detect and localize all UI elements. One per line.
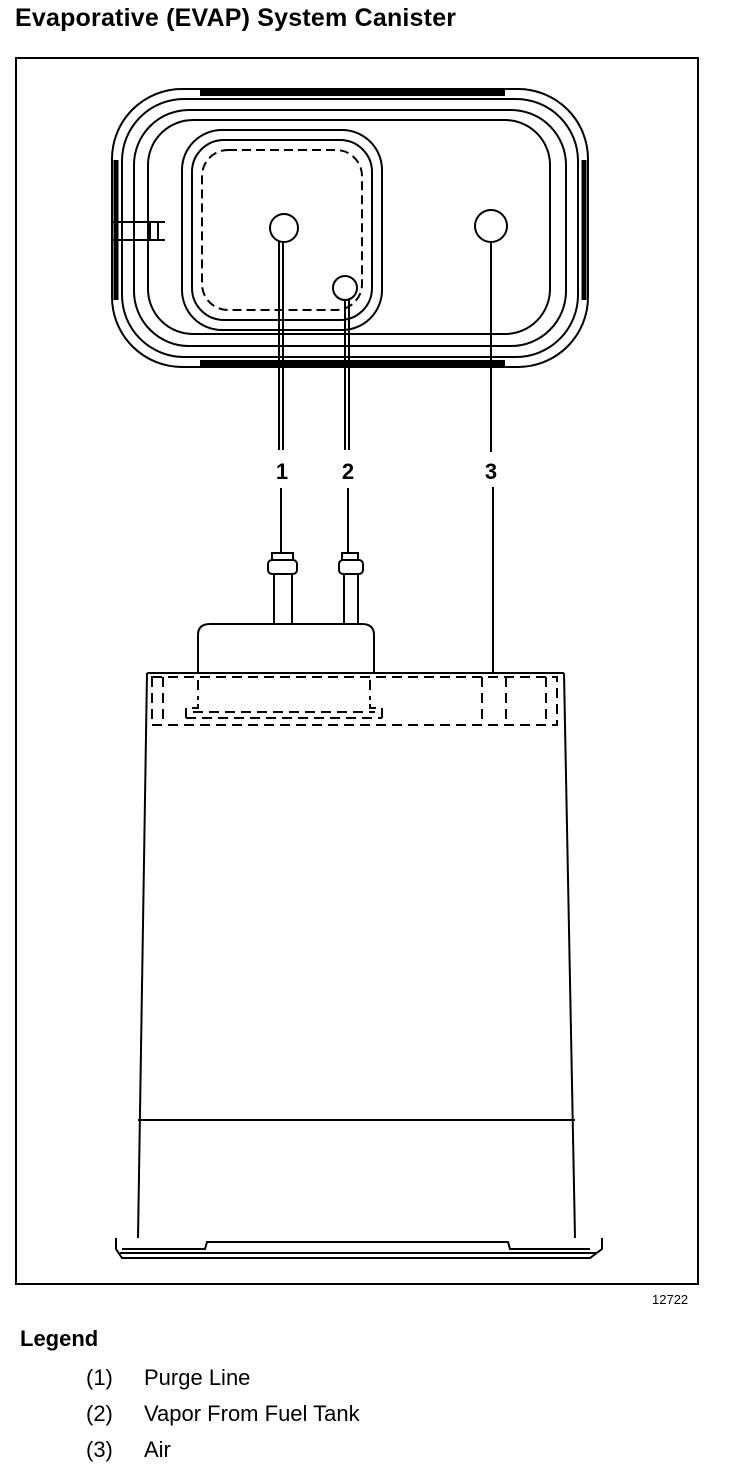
- legend-item-label: Air: [144, 1437, 171, 1462]
- callout-2: 2: [342, 459, 354, 484]
- legend-list: (1) Purge Line (2) Vapor From Fuel Tank …: [86, 1360, 360, 1468]
- legend-item-label: Purge Line: [144, 1365, 251, 1390]
- canister-side-view: [115, 552, 603, 1259]
- legend-item: (1) Purge Line: [86, 1360, 360, 1396]
- figure-frame: [15, 57, 699, 1285]
- legend-item-number: (3): [86, 1437, 113, 1462]
- page-title: Evaporative (EVAP) System Canister: [15, 4, 457, 32]
- callout-3: 3: [485, 459, 497, 484]
- legend-item-label: Vapor From Fuel Tank: [144, 1401, 360, 1426]
- figure-number: 12722: [652, 1292, 689, 1307]
- legend-item: (2) Vapor From Fuel Tank: [86, 1396, 360, 1432]
- legend-item-number: (2): [86, 1401, 113, 1426]
- canister-diagram: 1 2 3: [111, 88, 603, 1259]
- legend-item-number: (1): [86, 1365, 113, 1390]
- legend-item: (3) Air: [86, 1432, 360, 1468]
- legend-heading: Legend: [20, 1326, 99, 1351]
- callout-1: 1: [276, 459, 288, 484]
- leader-lines: [278, 242, 494, 672]
